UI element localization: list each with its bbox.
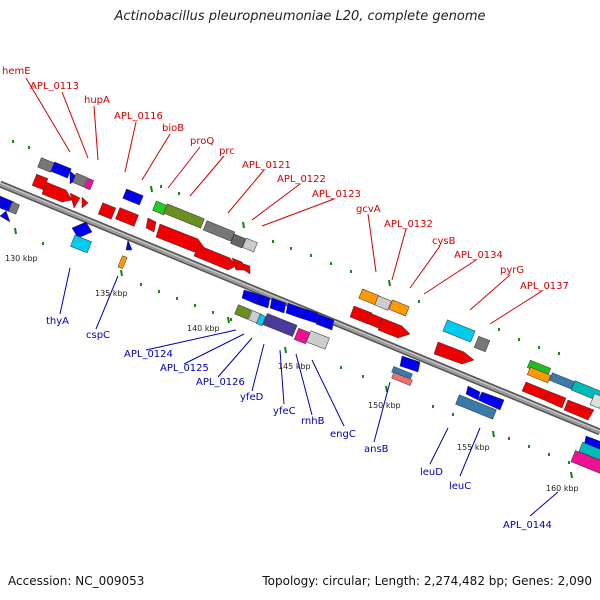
- tick-label-160: 160 kbp: [546, 484, 579, 493]
- gene-label-thyA[interactable]: thyA: [46, 316, 69, 327]
- gene-label-engC[interactable]: engC: [330, 429, 356, 440]
- gene-label-gcvA[interactable]: gcvA: [356, 204, 381, 215]
- gene-label-APL_0122[interactable]: APL_0122: [277, 174, 326, 185]
- gene-label-APL_0113[interactable]: APL_0113: [30, 81, 79, 92]
- gene-label-bioB[interactable]: bioB: [162, 123, 184, 134]
- gene-label-APL_0123[interactable]: APL_0123: [312, 189, 361, 200]
- gene-label-cysB[interactable]: cysB: [432, 236, 456, 247]
- gene-label-APL_0126[interactable]: APL_0126: [196, 377, 245, 388]
- gene-label-hemE[interactable]: hemE: [2, 66, 31, 77]
- tick-label-155: 155 kbp: [457, 443, 490, 452]
- tick-marks: [14, 185, 573, 479]
- tick-label-130: 130 kbp: [5, 254, 38, 263]
- gene-label-ansB[interactable]: ansB: [364, 444, 389, 455]
- accession-text: Accession: NC_009053: [8, 574, 145, 588]
- gene-label-yfeC[interactable]: yfeC: [273, 406, 296, 417]
- gene-label-leuD[interactable]: leuD: [420, 467, 443, 478]
- gene-label-APL_0124[interactable]: APL_0124: [124, 349, 173, 360]
- gene-label-APL_0137[interactable]: APL_0137: [520, 281, 569, 292]
- gene-label-prc[interactable]: prc: [219, 146, 235, 157]
- gene-label-pyrG[interactable]: pyrG: [500, 265, 524, 276]
- guide-dots: [12, 140, 570, 464]
- gene-label-APL_0121[interactable]: APL_0121: [242, 160, 291, 171]
- tick-label-135: 135 kbp: [95, 289, 128, 298]
- gene-label-yfeD[interactable]: yfeD: [240, 392, 264, 403]
- gene-label-rnhB[interactable]: rnhB: [301, 416, 325, 427]
- tick-label-145: 145 kbp: [278, 362, 311, 371]
- gene-label-APL_0116[interactable]: APL_0116: [114, 111, 163, 122]
- reverse-leader-lines: [59, 267, 559, 517]
- tick-label-140: 140 kbp: [187, 324, 220, 333]
- reverse-features: [70, 221, 600, 474]
- gene-label-hupA[interactable]: hupA: [84, 95, 110, 106]
- reverse-gene-labels: thyA cspC APL_0124 APL_0125 APL_0126 yfe…: [46, 316, 552, 531]
- gene-label-APL_0134[interactable]: APL_0134: [454, 250, 503, 261]
- map-title: Actinobacillus pleuropneumoniae L20, com…: [114, 9, 486, 24]
- tick-label-150: 150 kbp: [368, 401, 401, 410]
- gene-label-leuC[interactable]: leuC: [449, 481, 471, 492]
- topology-text: Topology: circular; Length: 2,274,482 bp…: [262, 574, 592, 588]
- gene-label-proQ[interactable]: proQ: [190, 136, 214, 147]
- gene-label-APL_0144[interactable]: APL_0144: [503, 520, 552, 531]
- gene-label-APL_0132[interactable]: APL_0132: [384, 219, 433, 230]
- gene-label-APL_0125[interactable]: APL_0125: [160, 363, 209, 374]
- forward-gene-labels: hemE APL_0113 hupA APL_0116 bioB proQ pr…: [2, 66, 569, 292]
- tick-labels: 130 kbp 135 kbp 140 kbp 145 kbp 150 kbp …: [5, 254, 579, 493]
- forward-features: [0, 157, 600, 421]
- gene-label-cspC[interactable]: cspC: [86, 330, 110, 341]
- forward-leader-lines: [25, 77, 543, 325]
